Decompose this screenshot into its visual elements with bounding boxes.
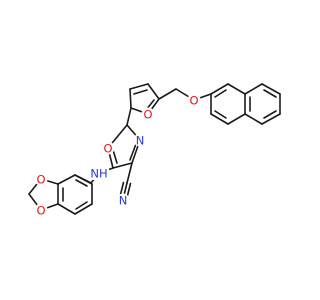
bond: [74, 203, 93, 215]
atom-label: O: [36, 204, 45, 218]
atom-labels: O O N O NH N O O: [34, 93, 201, 218]
bond: [214, 110, 227, 119]
bond: [129, 88, 132, 109]
atom-label: N: [136, 134, 145, 148]
bond: [244, 83, 263, 95]
bond: [126, 182, 132, 197]
bond: [227, 83, 246, 95]
bond: [263, 110, 277, 119]
bond: [75, 201, 88, 210]
furan-oxygen-atom: O: [141, 107, 155, 122]
bond: [112, 162, 133, 169]
structure-canvas: O O N O NH N O O: [28, 83, 281, 218]
bond: [133, 89, 148, 95]
bond: [119, 181, 125, 196]
bond: [74, 174, 93, 185]
bond: [123, 182, 128, 196]
molecule-structure: O O N O NH N O O: [28, 83, 281, 218]
bond: [261, 113, 281, 125]
oxazole-oxygen-atom: O: [101, 141, 115, 156]
bond: [210, 113, 229, 125]
bond: [263, 89, 277, 98]
bond: [112, 149, 118, 164]
atom-label: O: [143, 108, 152, 122]
ether-oxygen-atom: O: [187, 93, 201, 108]
atom-label: O: [189, 94, 198, 108]
bond: [261, 83, 281, 95]
bond: [126, 162, 133, 184]
bond: [214, 89, 227, 98]
atom-label: N: [119, 194, 128, 208]
dioxole-oxygen-bottom-atom: O: [34, 203, 48, 218]
bonds: [28, 83, 281, 215]
oxazole-nitrogen-atom: N: [133, 133, 147, 148]
bond: [210, 83, 229, 95]
bond: [129, 83, 149, 90]
nitrile-nitrogen-atom: N: [116, 193, 130, 208]
amine-nh-atom: NH: [89, 166, 109, 181]
bond: [227, 113, 246, 125]
atom-label: O: [103, 142, 112, 156]
bond: [158, 88, 177, 100]
atom-label: O: [36, 173, 45, 187]
bond: [129, 143, 137, 161]
atom-label: NH: [90, 167, 107, 181]
bond: [57, 174, 76, 185]
dioxole-oxygen-top-atom: O: [34, 172, 48, 187]
bond: [57, 203, 76, 215]
bond: [75, 179, 88, 187]
bond: [147, 83, 160, 100]
bond: [126, 107, 132, 126]
bond: [244, 113, 263, 125]
